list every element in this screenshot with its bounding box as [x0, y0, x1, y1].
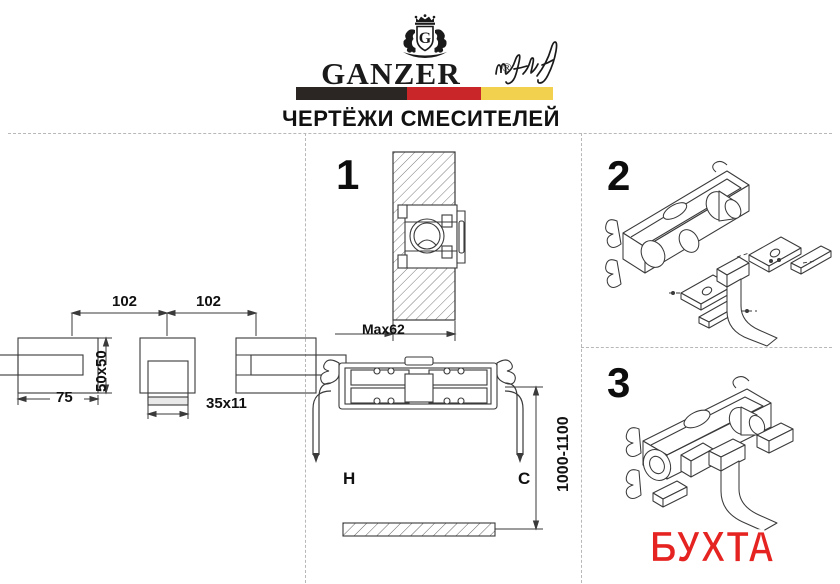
handwritten-signature-icon [495, 41, 558, 85]
watermark-bukhta: БУХТА [649, 522, 776, 572]
dimension-label-max62: Max62 [362, 321, 405, 337]
crest-letter: G [419, 30, 432, 47]
german-flag-bar [296, 87, 553, 100]
brand-header: G GANZER ® [0, 0, 840, 131]
divider-right-column [581, 133, 582, 583]
panel-number-1: 1 [336, 151, 360, 198]
ganzer-logo-block: G GANZER ® [276, 12, 566, 131]
dimension-label-height-range: 1000-1100 [555, 416, 572, 492]
flag-segment-red [406, 87, 482, 100]
wall-section-drawing [335, 151, 466, 341]
page-subtitle: ЧЕРТЁЖИ СМЕСИТЕЛЕЙ [282, 106, 560, 131]
brand-wordmark: GANZER [321, 56, 461, 91]
dimension-label-50x50: 50x50 [93, 350, 110, 392]
exploded-assembly-drawing [605, 160, 832, 347]
pipe-label-hot: H [343, 469, 356, 488]
heraldic-crest-icon: G [403, 14, 447, 58]
divider-top [8, 133, 832, 134]
divider-panel2-panel3 [581, 347, 832, 348]
dimensioned-front-view-drawing [0, 309, 347, 419]
panel-number-3: 3 [607, 359, 631, 406]
registered-trademark-icon: ® [502, 60, 512, 75]
assembled-isometric-drawing [625, 376, 794, 532]
flag-segment-gold [481, 87, 553, 100]
dimension-label-102-right: 102 [196, 293, 222, 310]
pipe-label-cold: C [518, 469, 531, 488]
rough-in-height-drawing [312, 356, 543, 537]
divider-left-column [305, 133, 306, 583]
panel-number-2: 2 [607, 152, 631, 199]
dimension-label-102-left: 102 [112, 293, 138, 310]
flag-segment-black [296, 87, 407, 100]
dimension-label-35x11: 35x11 [206, 395, 247, 412]
dimension-label-75: 75 [56, 389, 73, 406]
